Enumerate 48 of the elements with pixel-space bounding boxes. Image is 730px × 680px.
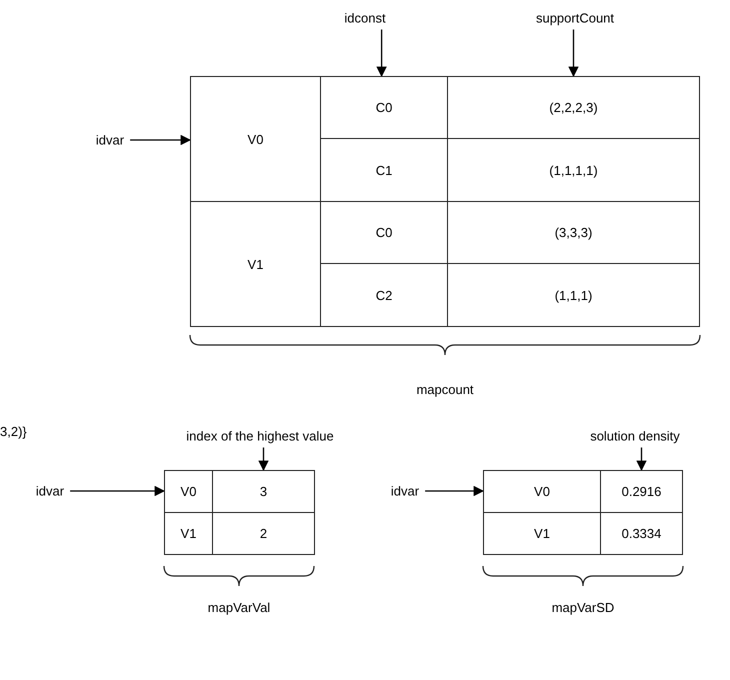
- arrow: [425, 486, 484, 496]
- table-cell: [483, 512, 601, 555]
- table-cell: [447, 76, 700, 139]
- cell-text: (3,3,3): [554, 225, 592, 240]
- cell-text: V1: [248, 256, 264, 272]
- cell-text: V1: [534, 526, 550, 541]
- table-cell: [600, 470, 683, 513]
- table-name: mapcount: [416, 382, 474, 397]
- cell-text: 3: [260, 484, 268, 499]
- cell-text: C2: [376, 288, 392, 302]
- table-cell: [164, 512, 213, 555]
- cell-text: C0: [376, 225, 392, 240]
- table-cell: [483, 470, 601, 513]
- cell-text: 0.3334: [622, 526, 662, 541]
- cell-text: V0: [248, 132, 264, 146]
- cell-text: 2: [260, 526, 268, 541]
- cell-text: V1: [180, 526, 196, 541]
- table-cell: [212, 470, 315, 513]
- column-label: idconst: [344, 10, 386, 26]
- arrow: [258, 448, 269, 472]
- table-cell: [447, 263, 700, 327]
- table-name: mapVarVal: [208, 600, 270, 615]
- arrow: [568, 30, 579, 78]
- arrow: [130, 134, 192, 146]
- cell-text: V0: [534, 484, 550, 499]
- cell-text: 0.2916: [622, 484, 662, 499]
- arrow: [376, 30, 387, 78]
- table-cell: [600, 512, 683, 555]
- row-label: idvar: [36, 484, 64, 498]
- cell-text: (1,1,1,1): [549, 162, 598, 178]
- column-label: supportCount: [536, 10, 614, 26]
- cell-text: C0: [376, 100, 392, 115]
- row-label: idvar: [390, 484, 420, 498]
- row-label: idvar: [96, 132, 124, 148]
- table-cell: [212, 512, 315, 555]
- table-cell: [190, 201, 321, 327]
- column-label: solution density: [590, 428, 680, 444]
- cell-text: (1,1,1): [554, 288, 592, 302]
- cell-text: V0: [180, 484, 196, 499]
- table-name: mapVarSD: [552, 600, 614, 615]
- cell-text: (2,2,2,3): [549, 100, 598, 115]
- table-cell: [164, 470, 213, 513]
- table-cell: [190, 76, 321, 202]
- cell-text: C1: [376, 162, 392, 178]
- note-text: 3,2)}: [0, 424, 27, 439]
- arrow: [636, 448, 647, 472]
- arrow: [70, 486, 166, 496]
- column-label: index of the highest value: [186, 428, 334, 444]
